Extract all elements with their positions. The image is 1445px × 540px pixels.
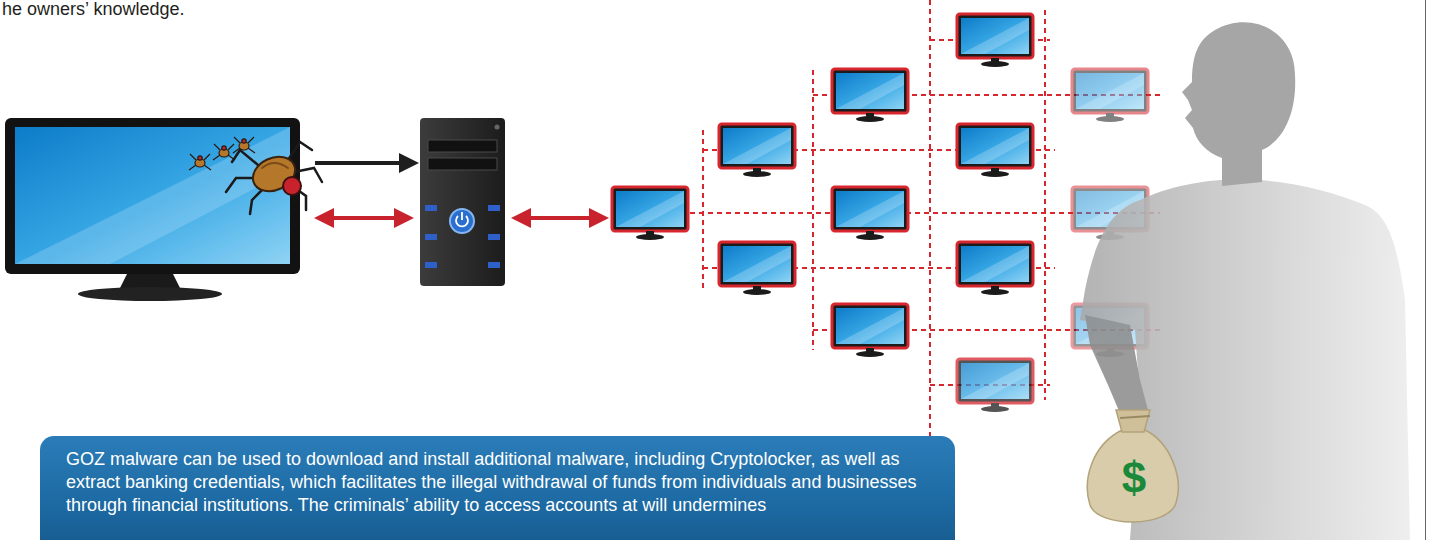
large-bug	[226, 142, 322, 214]
small-bug	[189, 154, 211, 170]
dashed-link	[702, 130, 704, 290]
infected-computer	[832, 304, 908, 357]
dashed-link	[1044, 10, 1046, 400]
two-way-arrow	[318, 216, 410, 220]
download-arrow	[315, 161, 415, 165]
infected-computer	[832, 69, 908, 122]
infected-computer	[612, 187, 688, 240]
monitor-base	[78, 287, 222, 301]
bag-neck	[1116, 410, 1150, 432]
figure-head	[1182, 22, 1295, 158]
infected-computer	[719, 242, 795, 295]
small-bug	[233, 137, 255, 153]
tower-lights	[425, 205, 500, 268]
page-border	[1425, 0, 1426, 540]
infected-computer	[957, 14, 1033, 67]
power-icon	[461, 212, 463, 220]
victim-monitor	[5, 118, 300, 301]
two-way-arrow	[515, 216, 605, 220]
drive-bay	[428, 140, 497, 152]
panel-text: GOZ malware can be used to download and …	[66, 448, 929, 517]
infected-computer	[957, 124, 1033, 177]
dashed-link	[812, 70, 814, 350]
small-bug	[213, 144, 235, 160]
money-bag	[1087, 410, 1178, 522]
monitor-bezel	[5, 118, 300, 274]
figure-arm	[1085, 315, 1148, 418]
infected-computer	[832, 187, 908, 240]
figure-body	[1080, 180, 1410, 540]
drive-bay	[428, 158, 497, 170]
tower-led	[495, 125, 500, 130]
infected-computer	[1072, 69, 1148, 122]
info-panel: GOZ malware can be used to download and …	[40, 436, 955, 540]
network-computers	[612, 14, 1148, 412]
malware-bugs	[189, 137, 322, 214]
tower-case	[420, 118, 505, 286]
bag-tie	[1120, 416, 1150, 418]
dollar-sign: $	[1122, 454, 1146, 502]
dashed-link	[929, 0, 931, 440]
screen-glare	[15, 127, 290, 264]
server-tower	[420, 118, 505, 286]
bag-body	[1087, 430, 1178, 522]
infected-computer	[957, 359, 1033, 412]
infected-computer	[957, 242, 1033, 295]
monitor-screen	[15, 127, 290, 264]
power-button	[450, 209, 474, 233]
note-text: he owners’ knowledge.	[2, 0, 184, 20]
infected-computer	[719, 124, 795, 177]
criminal-figure	[1080, 22, 1410, 540]
network-links	[690, 0, 1160, 440]
